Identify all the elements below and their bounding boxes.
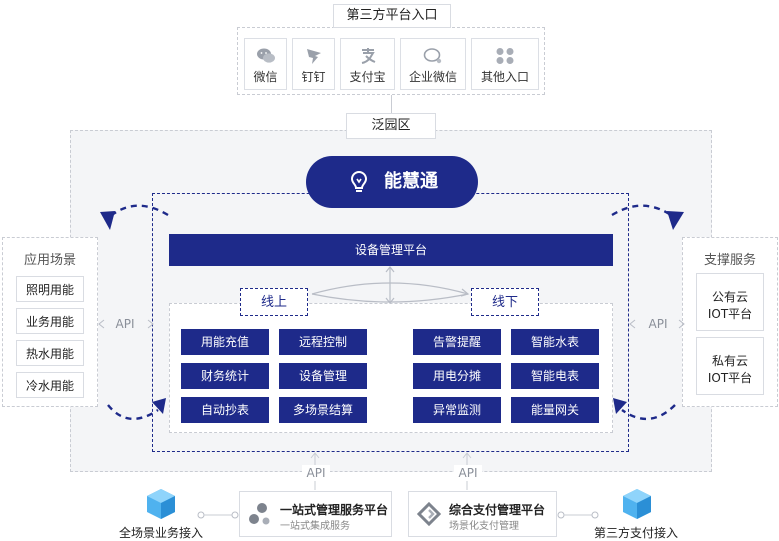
tile-recharge[interactable]: 用能充值 [181, 329, 269, 355]
entry-other[interactable]: 其他入口 [471, 38, 539, 90]
entry-label: 支付宝 [349, 70, 386, 84]
cube-icon [147, 489, 175, 519]
support-line2: IOT平台 [707, 307, 753, 321]
api-right-arrows [629, 319, 685, 329]
tile-finance[interactable]: 财务统计 [181, 363, 269, 389]
tile-device-mgmt[interactable]: 设备管理 [279, 363, 367, 389]
scenario-cold-water[interactable]: 冷水用能 [16, 372, 84, 398]
entry-label: 微信 [253, 70, 278, 84]
entry-label: 企业微信 [408, 70, 457, 84]
bottom-left-link [197, 511, 239, 519]
online-label: 线上 [240, 288, 308, 316]
alipay-icon [361, 48, 375, 64]
support-line2: IOT平台 [707, 371, 753, 385]
service-onestop[interactable] [239, 491, 392, 537]
park-label: 泛园区 [346, 113, 436, 139]
payment-icon [417, 502, 441, 526]
entry-label: 其他入口 [480, 70, 529, 84]
entry-wechat[interactable]: 微信 [244, 38, 287, 90]
brand-pill [306, 156, 478, 208]
entry-dingtalk[interactable]: 钉钉 [292, 38, 335, 90]
connector-line [391, 95, 392, 113]
tile-anomaly[interactable]: 异常监测 [413, 397, 501, 423]
wecom-icon [423, 48, 442, 64]
scenario-title: 应用场景 [23, 253, 76, 268]
wechat-icon [256, 48, 275, 63]
support-title: 支撑服务 [703, 253, 756, 268]
tile-water-meter[interactable]: 智能水表 [511, 329, 599, 355]
api-left-label: API [115, 317, 135, 331]
platform-bar: 设备管理平台 [169, 234, 613, 266]
support-line1: 公有云 [711, 290, 748, 304]
api-bottom-left-label: API [302, 465, 330, 481]
entry-alipay[interactable]: 支付宝 [340, 38, 395, 90]
tile-alarm[interactable]: 告警提醒 [413, 329, 501, 355]
core-frame [152, 193, 629, 452]
lightbulb-icon [350, 170, 368, 192]
scenario-hot-water[interactable]: 热水用能 [16, 340, 84, 366]
onestop-title: 一站式管理服务平台 [280, 503, 389, 517]
tile-multi-settlement[interactable]: 多场景结算 [279, 397, 367, 423]
tile-power-share[interactable]: 用电分摊 [413, 363, 501, 389]
onestop-icon [249, 503, 270, 525]
entry-label: 钉钉 [301, 70, 326, 84]
dingtalk-icon [306, 49, 321, 64]
cube-icon [623, 489, 651, 519]
offline-label: 线下 [471, 288, 539, 316]
scenario-lighting[interactable]: 照明用能 [16, 276, 84, 302]
tile-auto-reading[interactable]: 自动抄表 [181, 397, 269, 423]
bottom-right-link [557, 511, 599, 519]
payment-title: 综合支付管理平台 [449, 503, 546, 517]
support-private-cloud[interactable]: 私有云 IOT平台 [696, 337, 764, 395]
onestop-subtitle: 一站式集成服务 [280, 521, 350, 532]
api-right-label: API [648, 317, 668, 331]
support-public-cloud[interactable]: 公有云 IOT平台 [696, 273, 764, 331]
api-left-arrows [98, 319, 154, 329]
entry-wecom[interactable]: 企业微信 [400, 38, 466, 90]
bottom-left-label: 全场景业务接入 [119, 526, 204, 540]
tile-power-meter[interactable]: 智能电表 [511, 363, 599, 389]
third-party-title: 第三方平台入口 [333, 4, 451, 28]
bottom-connectors [310, 452, 472, 490]
bottom-right-label: 第三方支付接入 [594, 526, 679, 540]
support-line1: 私有云 [711, 354, 748, 368]
api-bottom-right-label: API [454, 465, 482, 481]
tile-gateway[interactable]: 能量网关 [511, 397, 599, 423]
payment-subtitle: 场景化支付管理 [449, 521, 519, 532]
tile-remote-control[interactable]: 远程控制 [279, 329, 367, 355]
scenario-business[interactable]: 业务用能 [16, 308, 84, 334]
sync-arrows [311, 266, 470, 304]
brand-name: 能慧通 [384, 171, 438, 192]
grid-icon [496, 48, 514, 64]
